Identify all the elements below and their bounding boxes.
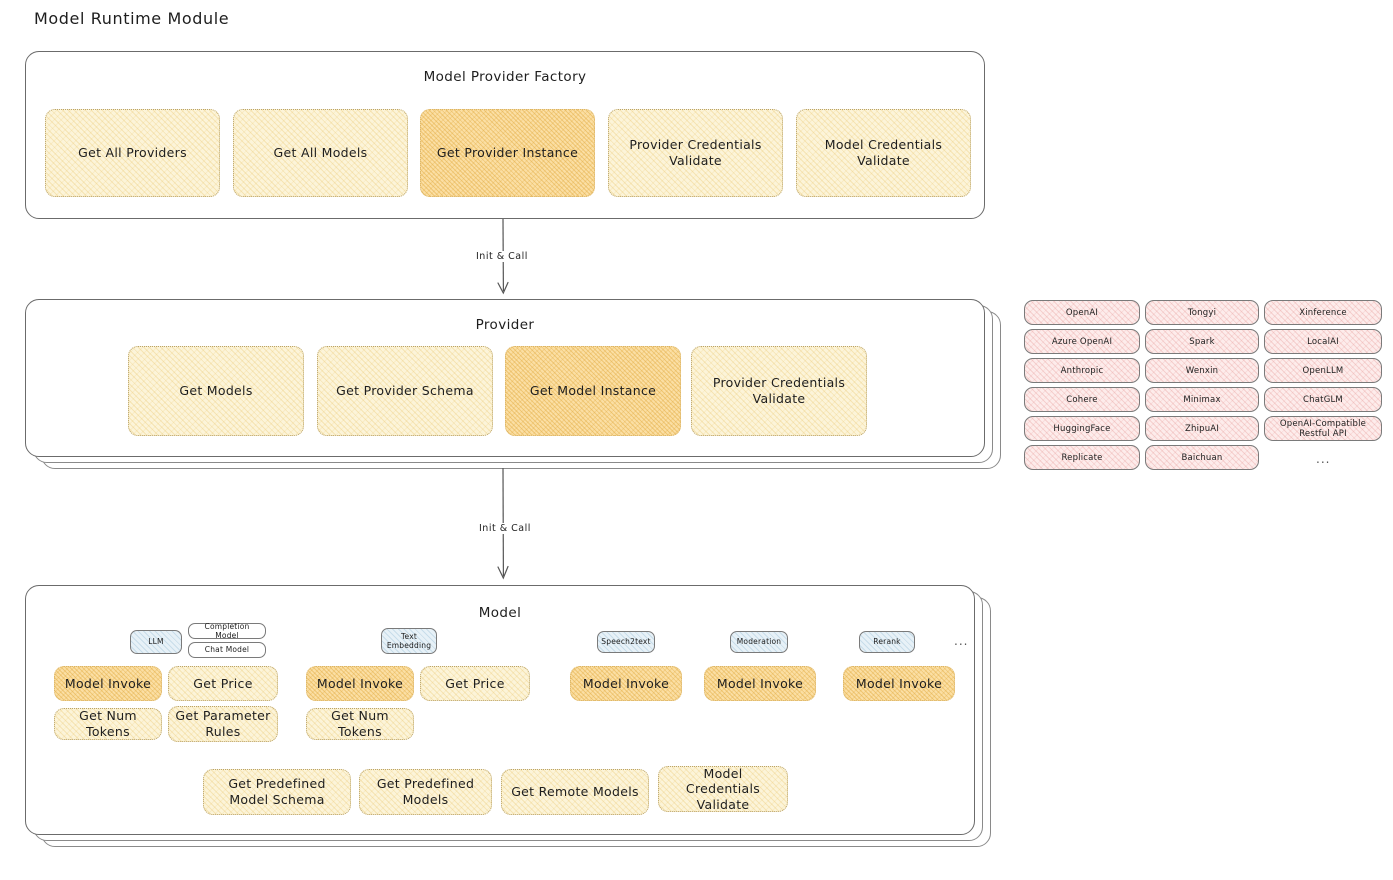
provider-node-get-model-instance[interactable]: Get Model Instance <box>505 346 681 436</box>
arrow-provider-to-model <box>497 468 509 580</box>
provider-panel: Provider Get Models Get Provider Schema … <box>25 299 985 457</box>
model-provider-factory-title: Model Provider Factory <box>423 69 587 85</box>
factory-node-get-all-models[interactable]: Get All Models <box>233 109 408 197</box>
common-op-get-remote-models[interactable]: Get Remote Models <box>501 769 649 815</box>
model-panel: Model LLM Completion Model Chat Model Mo… <box>25 585 975 835</box>
model-provider-factory-panel: Model Provider Factory Get All Providers… <box>25 51 985 219</box>
llm-op-get-num-tokens[interactable]: Get Num Tokens <box>54 708 162 740</box>
provider-pill-openai-compatible-restful-api[interactable]: OpenAI-Compatible Restful API <box>1264 416 1382 441</box>
provider-pill-openai[interactable]: OpenAI <box>1024 300 1140 325</box>
speech2text-op-model-invoke[interactable]: Model Invoke <box>570 666 682 701</box>
page-title: Model Runtime Module <box>34 9 230 28</box>
provider-pill-chatglm[interactable]: ChatGLM <box>1264 387 1382 412</box>
rerank-op-model-invoke[interactable]: Model Invoke <box>843 666 955 701</box>
provider-title: Provider <box>475 317 535 333</box>
provider-list: OpenAI Azure OpenAI Anthropic Cohere Hug… <box>1024 300 1384 475</box>
model-subtype-chip-completion-model[interactable]: Completion Model <box>188 622 266 640</box>
provider-pill-azure-openai[interactable]: Azure OpenAI <box>1024 329 1140 354</box>
embedding-op-model-invoke[interactable]: Model Invoke <box>306 666 414 701</box>
moderation-op-model-invoke[interactable]: Model Invoke <box>704 666 816 701</box>
provider-pill-wenxin[interactable]: Wenxin <box>1145 358 1259 383</box>
common-op-model-credentials-validate[interactable]: Model Credentials Validate <box>658 766 788 812</box>
arrow-label-init-and-call-2: Init & Call <box>475 523 535 534</box>
model-type-chip-speech2text[interactable]: Speech2text <box>597 631 655 653</box>
provider-pill-spark[interactable]: Spark <box>1145 329 1259 354</box>
arrow-label-init-and-call-1: Init & Call <box>472 251 532 262</box>
model-title: Model <box>478 605 522 621</box>
model-subtype-chip-chat-model[interactable]: Chat Model <box>188 642 266 658</box>
provider-pill-baichuan[interactable]: Baichuan <box>1145 445 1259 470</box>
common-op-get-predefined-model-schema[interactable]: Get Predefined Model Schema <box>203 769 351 815</box>
model-type-chip-rerank[interactable]: Rerank <box>859 631 915 653</box>
provider-pill-replicate[interactable]: Replicate <box>1024 445 1140 470</box>
model-type-chip-moderation[interactable]: Moderation <box>730 631 788 653</box>
provider-pill-huggingface[interactable]: HuggingFace <box>1024 416 1140 441</box>
provider-pill-tongyi[interactable]: Tongyi <box>1145 300 1259 325</box>
factory-node-model-credentials-validate[interactable]: Model Credentials Validate <box>796 109 971 197</box>
provider-pill-openllm[interactable]: OpenLLM <box>1264 358 1382 383</box>
factory-node-provider-credentials-validate[interactable]: Provider Credentials Validate <box>608 109 783 197</box>
provider-pill-minimax[interactable]: Minimax <box>1145 387 1259 412</box>
llm-op-model-invoke[interactable]: Model Invoke <box>54 666 162 701</box>
provider-node-get-models[interactable]: Get Models <box>128 346 304 436</box>
provider-node-get-provider-schema[interactable]: Get Provider Schema <box>317 346 493 436</box>
factory-node-get-provider-instance[interactable]: Get Provider Instance <box>420 109 595 197</box>
provider-pill-cohere[interactable]: Cohere <box>1024 387 1140 412</box>
common-op-get-predefined-models[interactable]: Get Predefined Models <box>359 769 492 815</box>
embedding-op-get-num-tokens[interactable]: Get Num Tokens <box>306 708 414 740</box>
model-type-chip-text-embedding[interactable]: Text Embedding <box>381 628 437 654</box>
embedding-op-get-price[interactable]: Get Price <box>420 666 530 701</box>
llm-op-get-price[interactable]: Get Price <box>168 666 278 701</box>
provider-node-provider-credentials-validate[interactable]: Provider Credentials Validate <box>691 346 867 436</box>
provider-pill-localai[interactable]: LocalAI <box>1264 329 1382 354</box>
model-types-more-ellipsis: ... <box>954 634 969 648</box>
provider-pill-zhipuai[interactable]: ZhipuAI <box>1145 416 1259 441</box>
factory-node-get-all-providers[interactable]: Get All Providers <box>45 109 220 197</box>
llm-op-get-parameter-rules[interactable]: Get Parameter Rules <box>168 706 278 742</box>
provider-pill-anthropic[interactable]: Anthropic <box>1024 358 1140 383</box>
model-type-chip-llm[interactable]: LLM <box>130 630 182 654</box>
provider-list-more-ellipsis: ... <box>1316 452 1331 466</box>
provider-pill-xinference[interactable]: Xinference <box>1264 300 1382 325</box>
